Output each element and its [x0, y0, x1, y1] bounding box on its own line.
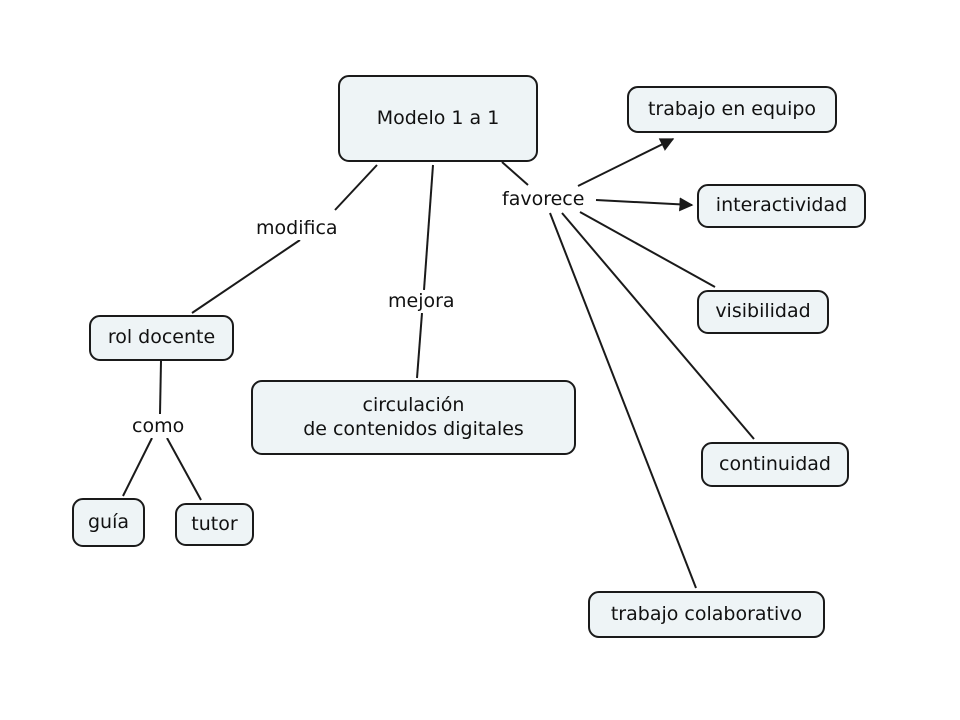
line-modelo-to-favorece [501, 161, 529, 186]
concept-continuidad: continuidad [701, 442, 849, 487]
line-modelo-to-mejora [423, 164, 434, 291]
arrow-favorece-to-interactividad [595, 197, 694, 212]
concept-rol-docente: rol docente [89, 315, 234, 361]
concept-label: continuidad [719, 452, 831, 475]
concept-label: trabajo en equipo [647, 97, 817, 120]
concept-label: visibilidad [715, 300, 811, 323]
concept-trabajo-colaborativo: trabajo colaborativo [588, 591, 825, 638]
concept-label: tutor [191, 512, 238, 535]
line-como-to-tutor [166, 437, 202, 501]
concept-label: interactividad [715, 194, 848, 217]
concept-label: guía [87, 510, 130, 533]
line-rol-docente-to-como [159, 360, 162, 415]
concept-guia: guía [72, 498, 145, 547]
line-modelo-to-modifica [334, 164, 378, 211]
arrow-favorece-to-trabajo-en-equipo [577, 138, 675, 187]
concept-interactividad: interactividad [697, 184, 866, 228]
concept-label: rol docente [107, 326, 216, 349]
link-phrase-modifica: modifica [253, 217, 341, 240]
link-phrase-como: como [129, 415, 188, 438]
concept-label: circulación de contenidos digitales [303, 393, 524, 440]
link-phrase-mejora: mejora [385, 290, 458, 313]
line-favorece-to-visibilidad [579, 211, 716, 288]
line-favorece-to-continuidad [561, 212, 755, 440]
concept-trabajo-en-equipo: trabajo en equipo [627, 86, 837, 133]
line-como-to-guia [122, 437, 153, 497]
concept-visibilidad: visibilidad [697, 290, 829, 334]
concept-label: trabajo colaborativo [610, 602, 803, 625]
concept-label: Modelo 1 a 1 [376, 106, 500, 129]
link-phrase-favorece: favorece [499, 188, 588, 211]
line-favorece-to-trabajo-colaborativo [549, 212, 697, 589]
concept-tutor: tutor [175, 503, 254, 546]
concept-modelo-1-a-1: Modelo 1 a 1 [338, 75, 538, 162]
line-mejora-to-circulacion [416, 312, 423, 379]
line-modifica-to-rol-docente [191, 239, 301, 314]
concept-circulacion-de-contenidos-digitales: circulación de contenidos digitales [251, 380, 576, 455]
